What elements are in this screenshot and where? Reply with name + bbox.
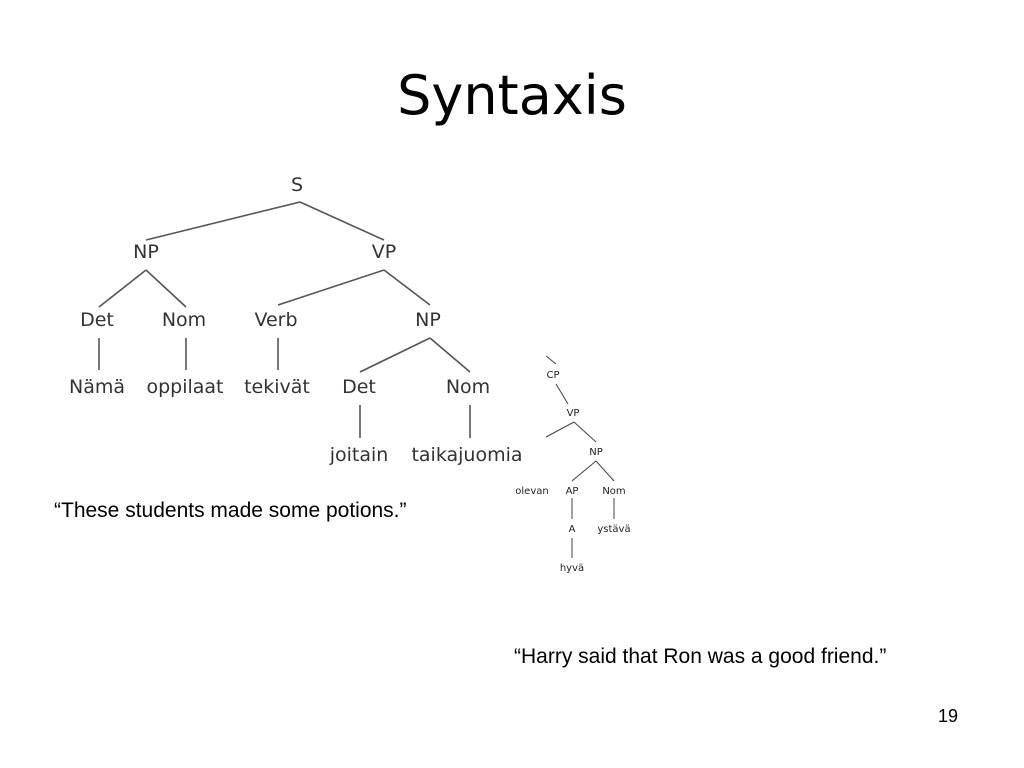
word-hyva: hyvä <box>560 563 584 574</box>
word-olevan: olevan <box>515 486 548 497</box>
node-nom2: Nom <box>446 376 490 398</box>
word-taikajuomia: taikajuomia <box>411 444 522 466</box>
node-det2: Det <box>342 376 376 398</box>
edge-s-np <box>145 201 301 241</box>
node-s: S <box>291 174 303 196</box>
edge-vp-verb <box>277 269 385 306</box>
node-verb: Verb <box>254 309 297 331</box>
word-nama: Nämä <box>69 376 125 398</box>
edge-np-nom <box>595 460 615 482</box>
word-ystava: ystävä <box>597 524 630 535</box>
word-oppilaat: oppilaat <box>146 376 223 398</box>
edge-vp-np <box>383 269 431 306</box>
edge-vp-left <box>545 421 575 438</box>
edge-np-det <box>98 269 147 308</box>
word-tekivat: tekivät <box>244 376 310 398</box>
edge-np2-nom <box>429 337 471 373</box>
node-det: Det <box>80 309 114 331</box>
slide-title: Syntaxis <box>397 64 627 127</box>
node-vp: VP <box>372 241 396 263</box>
edge-np-nom <box>145 269 187 308</box>
syntax-tree-1: S NP VP Det Nom Verb NP Det Nom Nämä opp… <box>69 174 523 466</box>
tree2-caption: “Harry said that Ron was a good friend.” <box>514 645 887 668</box>
node-np: NP <box>133 241 159 263</box>
edge-np2-det <box>359 337 431 373</box>
page-number: 19 <box>938 706 959 726</box>
edge-cp-vp <box>555 383 569 405</box>
word-joitain: joitain <box>329 444 389 466</box>
node-np: NP <box>589 447 603 458</box>
node-vp: VP <box>567 408 580 419</box>
syntax-tree-2: CP VP NP olevan AP Nom A ystävä hyvä <box>515 355 631 574</box>
edge-top-cp <box>545 355 557 365</box>
node-ap: AP <box>566 486 579 497</box>
tree1-caption: “These students made some potions.” <box>54 499 407 522</box>
node-cp: CP <box>546 370 559 381</box>
node-nom: Nom <box>602 486 625 497</box>
node-nom: Nom <box>162 309 206 331</box>
edge-s-vp <box>299 201 385 241</box>
edge-vp-np <box>573 421 597 443</box>
node-a: A <box>569 524 576 535</box>
node-np2: NP <box>415 309 441 331</box>
edge-np-ap <box>571 460 597 482</box>
